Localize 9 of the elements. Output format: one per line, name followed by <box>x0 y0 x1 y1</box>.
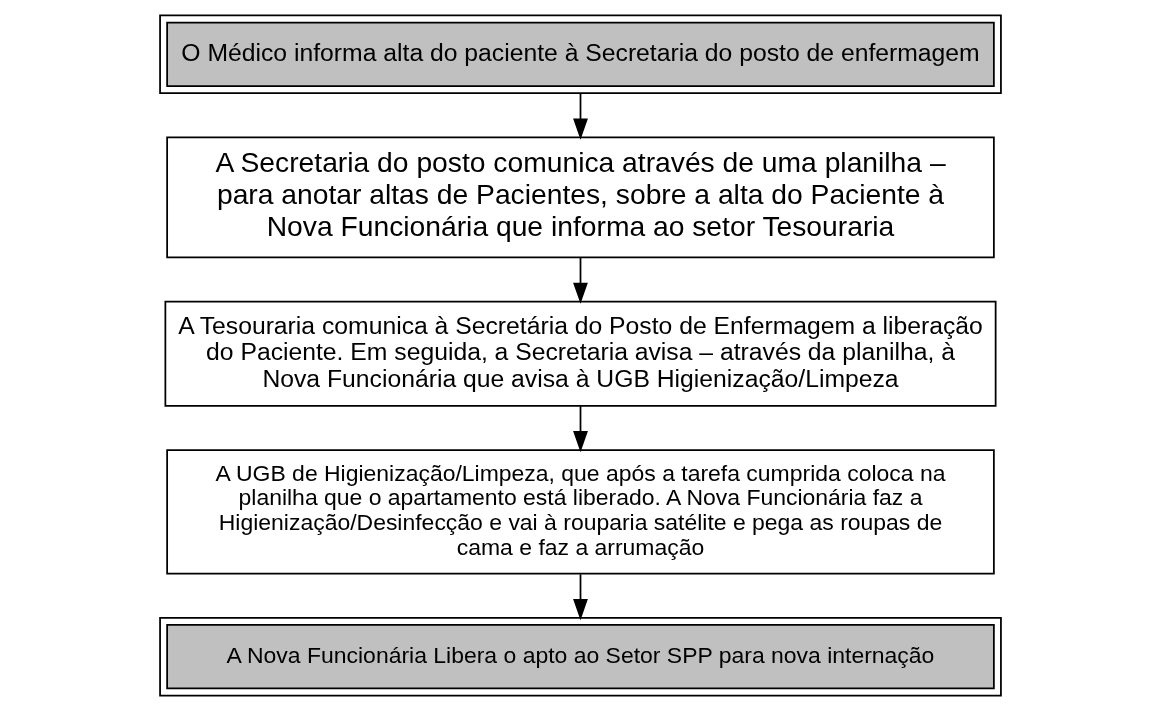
node-box: A UGB de Higienização/Limpeza, que após a tarefa cumprida coloca na planilha que o apartamento está liberado. A Nova Funcionária faz a Higienização/Desinfecção e vai à rouparia satélite e pega as roupas de cama e faz a arrumação <box>166 449 995 575</box>
arrow <box>573 256 588 304</box>
node-box: A Nova Funcionária Libera o apto ao Setor SPP para nova internação <box>159 616 1002 697</box>
node-box: A Tesouraria comunica à Secretária do Posto de Enfermagem a liberação do Paciente. Em seguida, a Secretaria avisa – através da planilha, à Nova Funcionária que avisa à UGB Higienização/Limpeza <box>164 300 997 407</box>
node-box: A Secretaria do posto comunica através de uma planilha – para anotar altas de Pacientes, sobre a alta do Paciente à Nova Funcionária que informa ao setor Tesouraria <box>166 136 995 259</box>
node-box: O Médico informa alta do paciente à Secretaria do posto de enfermagem <box>159 14 1002 95</box>
arrow <box>573 573 588 621</box>
arrow <box>573 405 588 453</box>
arrow <box>573 92 588 140</box>
